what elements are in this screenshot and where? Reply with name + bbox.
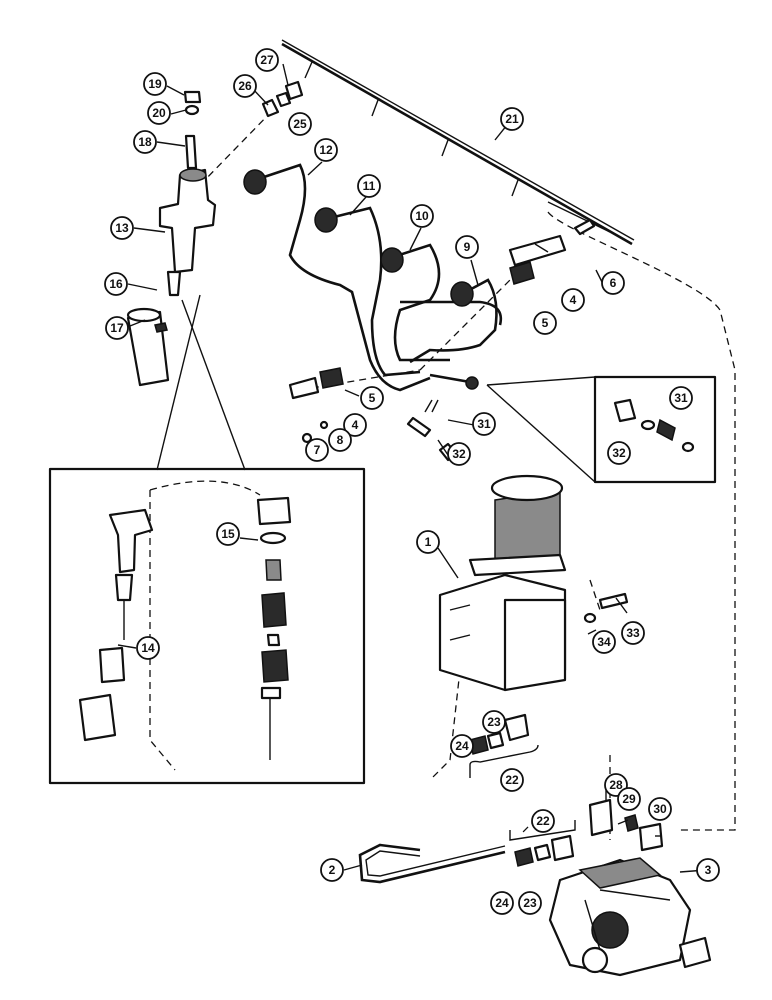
filter-outlet-fittings [469, 713, 530, 755]
callout-30: 30 [648, 797, 672, 821]
svg-text:8: 8 [337, 433, 344, 447]
callout-3: 3 [696, 858, 720, 882]
callout-26: 26 [233, 74, 257, 98]
svg-text:31: 31 [477, 417, 491, 431]
callout-1: 1 [416, 530, 440, 554]
callout-17: 17 [105, 316, 129, 340]
injector-detail-inset [48, 294, 366, 785]
rail-fittings [261, 80, 304, 118]
callout-32-detail: 32 [607, 441, 631, 465]
svg-text:27: 27 [260, 53, 274, 67]
callout-25: 25 [288, 112, 312, 136]
callout-32-main: 32 [447, 442, 471, 466]
callout-31-main: 31 [472, 412, 496, 436]
callout-21: 21 [500, 107, 524, 131]
callout-15: 15 [216, 522, 240, 546]
callout-33: 33 [621, 621, 645, 645]
injection-pump [548, 857, 712, 977]
injector-assembly [126, 90, 217, 387]
callout-22-upper: 22 [500, 768, 524, 792]
callout-22-lower: 22 [531, 809, 555, 833]
callout-34: 34 [592, 630, 616, 654]
svg-text:7: 7 [314, 443, 321, 457]
svg-text:23: 23 [487, 715, 501, 729]
callout-labels: 1 2 3 4 4 5 5 6 7 8 9 10 11 12 13 14 15 … [104, 48, 720, 915]
svg-text:20: 20 [152, 106, 166, 120]
callout-11: 11 [357, 174, 381, 198]
svg-text:6: 6 [610, 276, 617, 290]
svg-text:14: 14 [141, 641, 155, 655]
callout-29: 29 [617, 787, 641, 811]
svg-text:33: 33 [626, 626, 640, 640]
callout-6: 6 [601, 271, 625, 295]
svg-text:11: 11 [363, 179, 376, 193]
svg-text:5: 5 [369, 391, 376, 405]
svg-text:21: 21 [505, 112, 519, 126]
svg-text:15: 15 [221, 527, 235, 541]
callout-5-upper: 5 [533, 311, 557, 335]
svg-text:31: 31 [674, 391, 688, 405]
svg-text:18: 18 [138, 135, 152, 149]
callout-24-upper: 24 [450, 734, 474, 758]
svg-text:23: 23 [523, 896, 537, 910]
svg-text:22: 22 [536, 814, 550, 828]
svg-text:2: 2 [329, 863, 336, 877]
callout-31-detail: 31 [669, 386, 693, 410]
svg-text:9: 9 [464, 240, 471, 254]
callout-4-upper: 4 [561, 288, 585, 312]
callout-7: 7 [305, 438, 329, 462]
svg-text:34: 34 [597, 635, 611, 649]
svg-text:4: 4 [570, 293, 577, 307]
svg-text:26: 26 [238, 79, 252, 93]
callout-12: 12 [314, 138, 338, 162]
callout-19: 19 [143, 72, 167, 96]
svg-text:25: 25 [293, 117, 307, 131]
filter-mount-bolt [583, 592, 629, 624]
callout-20: 20 [147, 101, 171, 125]
callout-14: 14 [136, 636, 160, 660]
callout-4-lower: 4 [343, 413, 367, 437]
callout-23-upper: 23 [482, 710, 506, 734]
svg-text:19: 19 [148, 77, 162, 91]
svg-text:16: 16 [109, 277, 123, 291]
svg-text:4: 4 [352, 418, 359, 432]
callout-13: 13 [110, 216, 134, 240]
callout-9: 9 [455, 235, 479, 259]
svg-text:13: 13 [115, 221, 129, 235]
callout-5-lower: 5 [360, 386, 384, 410]
callout-16: 16 [104, 272, 128, 296]
svg-text:28: 28 [609, 778, 623, 792]
svg-text:1: 1 [425, 535, 432, 549]
svg-text:32: 32 [452, 447, 466, 461]
svg-text:17: 17 [110, 321, 124, 335]
fuel-pipe [358, 843, 506, 884]
pump-inlet-fittings [514, 834, 575, 867]
callout-2: 2 [320, 858, 344, 882]
fuel-filter [438, 474, 567, 692]
callout-27: 27 [255, 48, 279, 72]
washer-detail-inset [486, 375, 717, 484]
leak-off-rail [281, 39, 635, 246]
callout-18: 18 [133, 130, 157, 154]
svg-text:5: 5 [542, 316, 549, 330]
callout-8: 8 [328, 428, 352, 452]
pump-valve-parts [588, 798, 664, 852]
fitting-group-brackets [469, 744, 576, 841]
svg-text:29: 29 [622, 792, 636, 806]
callout-23-lower: 23 [518, 891, 542, 915]
line-clamps [288, 218, 596, 444]
svg-text:10: 10 [415, 209, 429, 223]
callout-24-lower: 24 [490, 891, 514, 915]
injection-lines [243, 163, 503, 392]
svg-text:24: 24 [495, 896, 509, 910]
callout-10: 10 [410, 204, 434, 228]
svg-text:32: 32 [612, 446, 626, 460]
svg-text:3: 3 [705, 863, 712, 877]
svg-text:24: 24 [455, 739, 469, 753]
svg-text:22: 22 [505, 773, 519, 787]
svg-text:12: 12 [319, 143, 333, 157]
svg-text:30: 30 [653, 802, 667, 816]
